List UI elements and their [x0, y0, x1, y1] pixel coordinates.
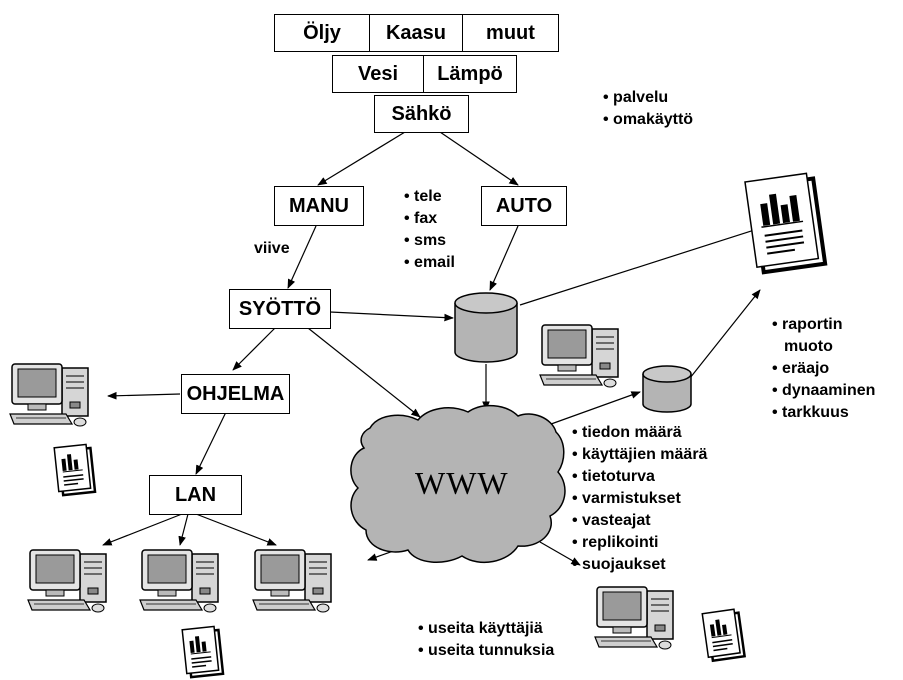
- computer-icon: [9, 363, 89, 427]
- arrow-lan-computer-2: [178, 513, 189, 546]
- list-item: useita käyttäjiä: [418, 618, 554, 640]
- input-box: SYÖTTÖ: [229, 289, 331, 329]
- arrow-input-database: [329, 311, 454, 322]
- list-item: tele: [404, 186, 455, 208]
- arrow-input-program: [232, 327, 276, 371]
- energy-electricity-box: Sähkö: [374, 95, 469, 133]
- computer-icon: [252, 549, 332, 613]
- list-item: tiedon määrä: [572, 422, 707, 444]
- www-label: WWW: [415, 465, 509, 501]
- list-item: email: [404, 252, 455, 274]
- program-box: OHJELMA: [181, 374, 290, 414]
- arrow-input-www: [307, 327, 421, 418]
- list-item: käyttäjien määrä: [572, 444, 707, 466]
- arrow-lan-computer-3: [195, 513, 277, 546]
- channel-list: tele fax sms email: [404, 186, 455, 274]
- list-item: replikointi: [572, 532, 707, 554]
- computer-icon: [594, 586, 674, 650]
- computer-icon: [139, 549, 219, 613]
- energy-oil-box: Öljy: [274, 14, 370, 52]
- manual-box: MANU: [274, 186, 364, 226]
- delay-label: viive: [254, 240, 290, 257]
- list-item: suojaukset: [572, 554, 707, 576]
- list-item: eräajo: [772, 358, 875, 380]
- arrow-manual-input: [287, 225, 317, 289]
- list-item: tarkkuus: [772, 402, 875, 424]
- www-properties-list: tiedon määrä käyttäjien määrä tietoturva…: [572, 422, 707, 576]
- arrow-program-computer: [107, 391, 181, 400]
- computer-icon: [27, 549, 107, 613]
- cloud-icon: [350, 404, 566, 564]
- arrow-electricity-auto: [439, 131, 519, 186]
- list-item: useita tunnuksia: [418, 640, 554, 662]
- arrow-database-report: [519, 223, 771, 306]
- lan-box: LAN: [149, 475, 242, 515]
- energy-heat-box: Lämpö: [423, 55, 517, 93]
- report-list: raportin muoto eräajo dynaaminen tarkkuu…: [772, 314, 875, 424]
- report-document-icon: [744, 172, 828, 275]
- list-item: tietoturva: [572, 466, 707, 488]
- list-item: muoto: [772, 336, 875, 358]
- list-item: omakäyttö: [603, 109, 693, 131]
- report-document-icon: [701, 607, 746, 663]
- arrow-auto-database: [489, 225, 519, 291]
- energy-other-box: muut: [462, 14, 559, 52]
- list-item: sms: [404, 230, 455, 252]
- database-icon: [454, 292, 518, 363]
- list-item-continuation: muoto: [784, 338, 833, 355]
- energy-water-box: Vesi: [332, 55, 424, 93]
- arrow-lan-computer-1: [102, 513, 183, 546]
- service-list: palvelu omakäyttö: [603, 87, 693, 131]
- computer-icon: [539, 324, 619, 388]
- report-document-icon: [52, 442, 97, 497]
- list-item: varmistukset: [572, 488, 707, 510]
- list-item: palvelu: [603, 87, 693, 109]
- arrow-www-small-database: [539, 391, 641, 429]
- user-list: useita käyttäjiä useita tunnuksia: [418, 618, 554, 662]
- report-document-icon: [180, 624, 225, 679]
- list-item: fax: [404, 208, 455, 230]
- arrow-small-database-report: [689, 289, 761, 379]
- energy-gas-box: Kaasu: [369, 14, 463, 52]
- list-item: dynaaminen: [772, 380, 875, 402]
- database-icon: [642, 365, 692, 413]
- arrow-program-lan: [195, 411, 227, 475]
- list-item: vasteajat: [572, 510, 707, 532]
- arrow-electricity-manual: [317, 131, 406, 186]
- auto-box: AUTO: [481, 186, 567, 226]
- list-item: raportin: [772, 314, 875, 336]
